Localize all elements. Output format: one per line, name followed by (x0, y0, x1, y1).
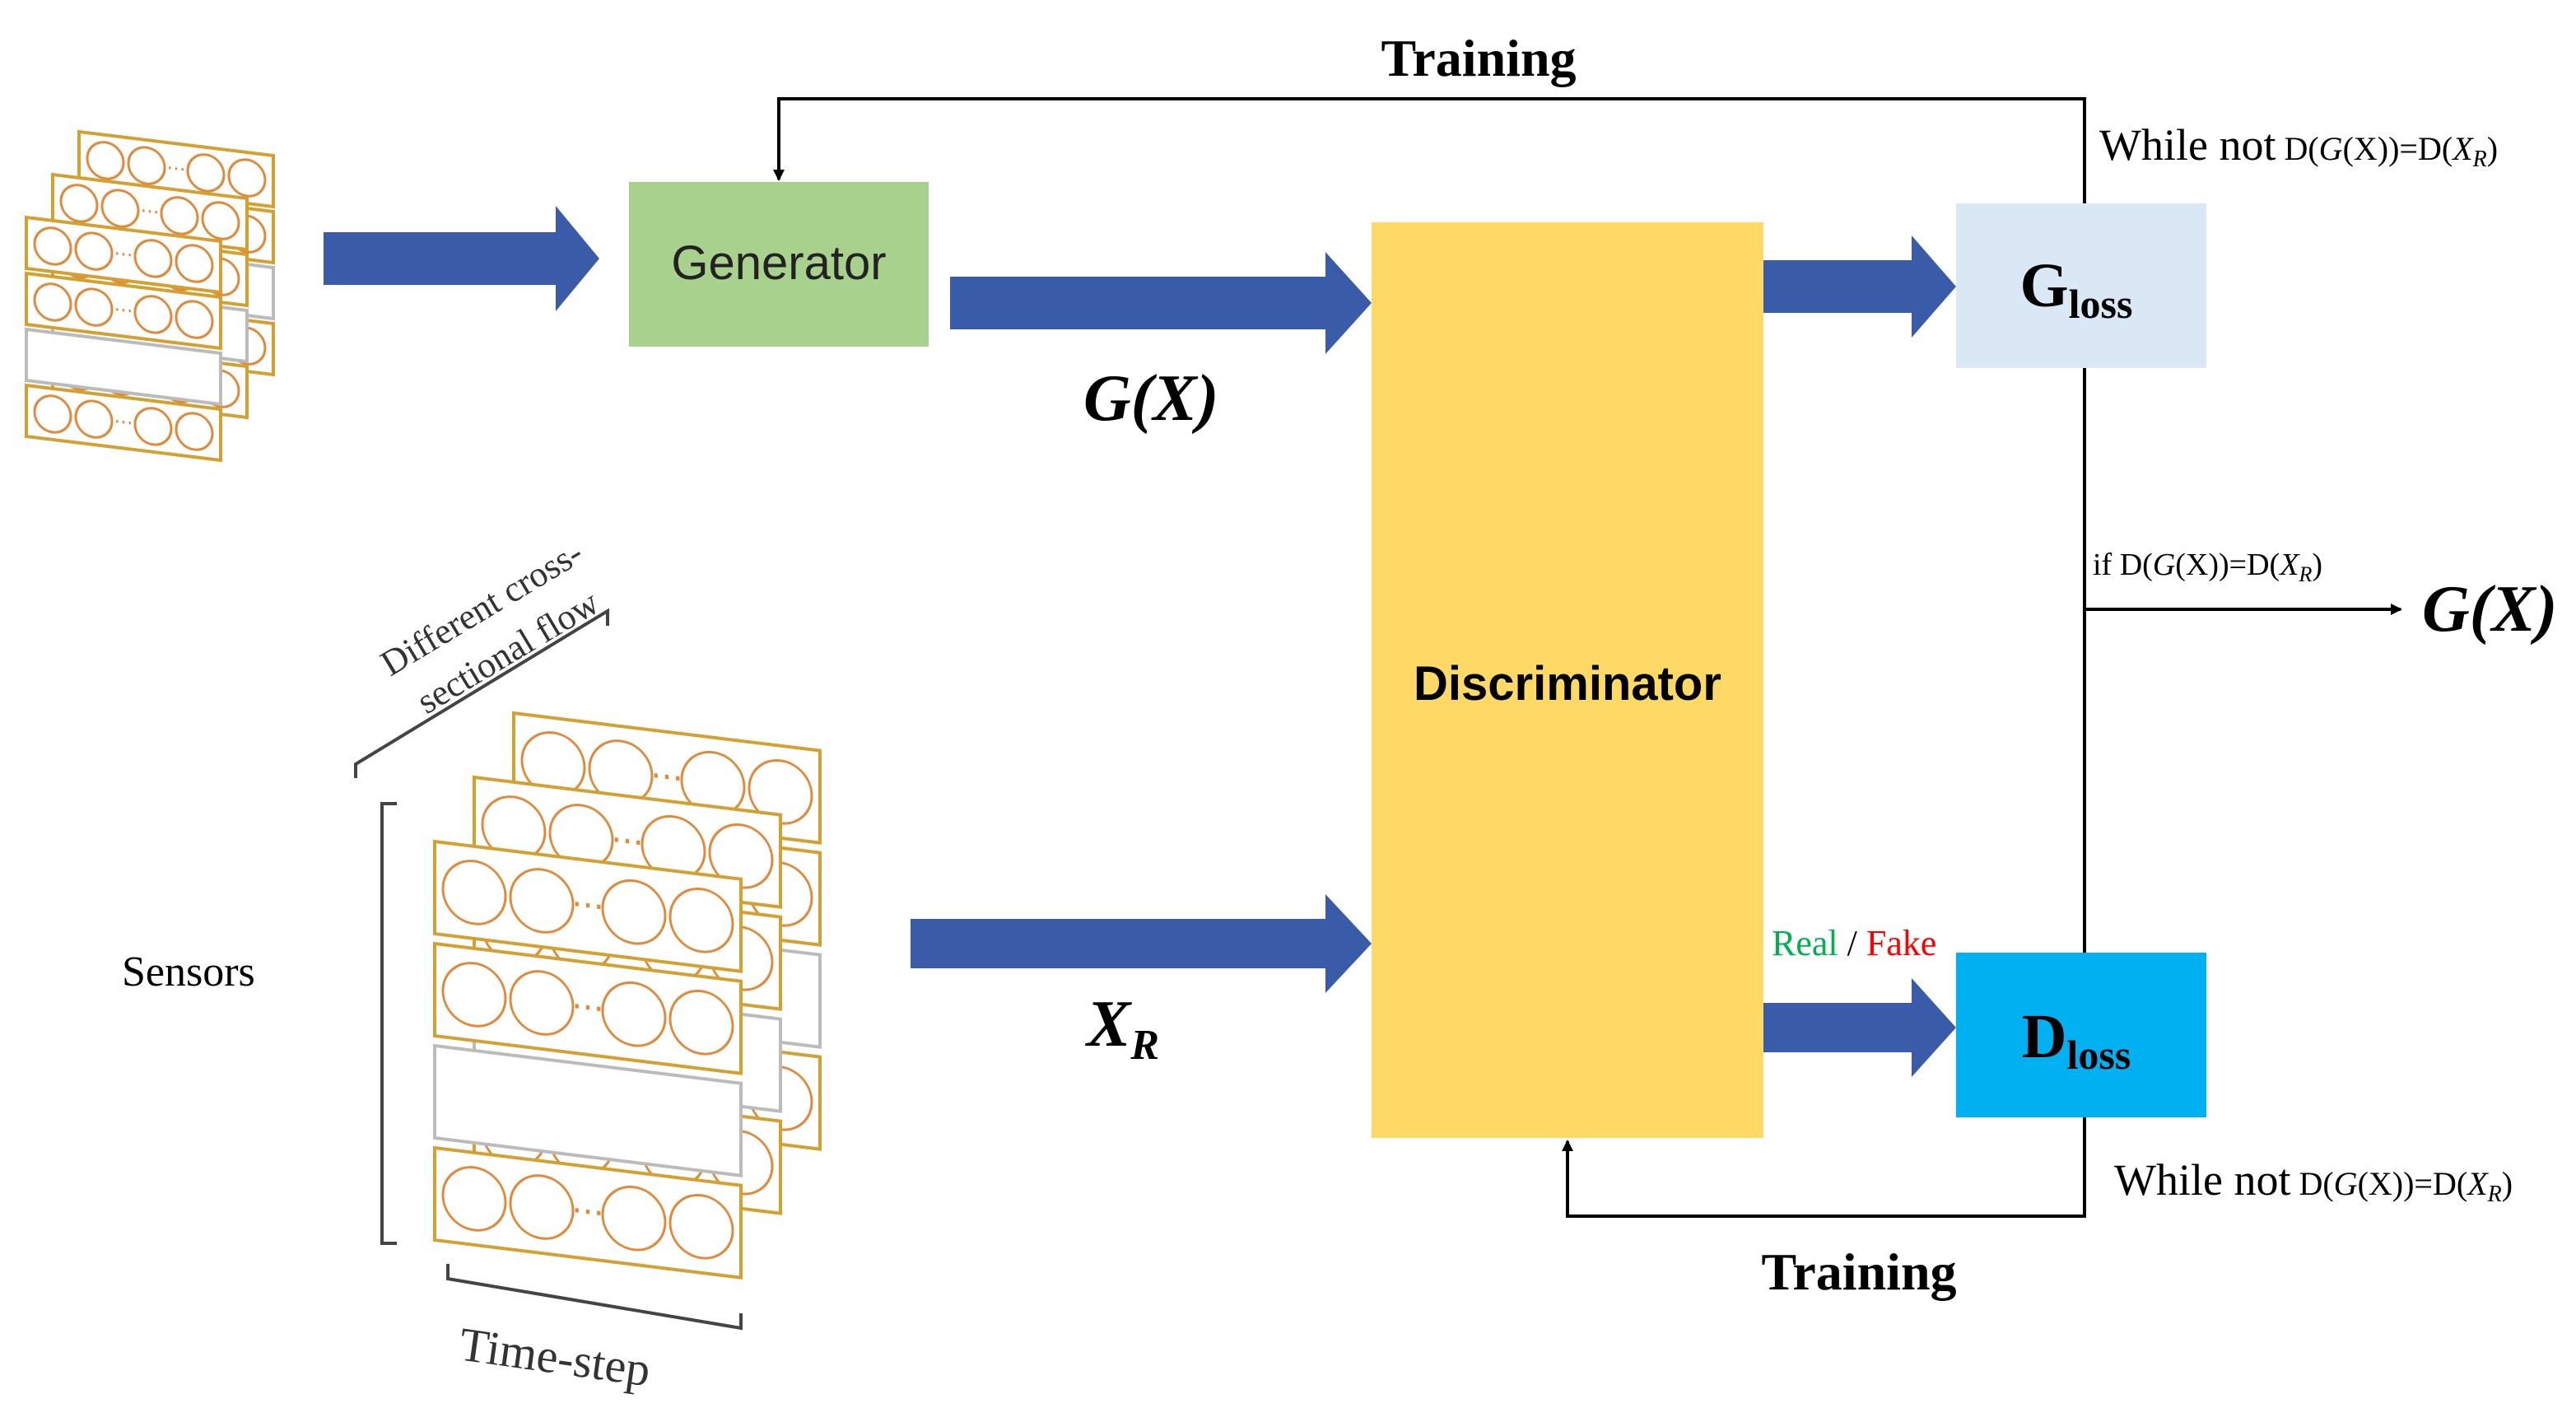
d-loss-label: Dloss (2022, 1002, 2131, 1078)
real-xr-label: XR (1084, 988, 1159, 1069)
svg-text:···: ··· (166, 156, 185, 182)
g-loss-label: Gloss (2020, 251, 2133, 327)
discriminator-to-gloss-arrow (1763, 235, 1956, 338)
sensor-layer: ··· ··· ··· (433, 839, 743, 1280)
svg-text:···: ··· (571, 1190, 604, 1234)
generator-training-feedback-line (773, 97, 2086, 203)
sensor-layer: ··· ··· ··· (25, 215, 222, 463)
training-top-label: Training (1381, 29, 1576, 87)
svg-text:···: ··· (114, 297, 133, 324)
svg-text:···: ··· (650, 755, 683, 800)
discriminator-label: Discriminator (1414, 657, 1721, 711)
discriminator-to-dloss-arrow (1763, 978, 1956, 1077)
svg-text:···: ··· (571, 884, 604, 928)
svg-text:···: ··· (140, 198, 159, 225)
real-to-discriminator-arrow (911, 894, 1372, 993)
condition-output-text: if D(G(X))=D(XR) (2093, 548, 2322, 586)
real-fake-label: Real / Fake (1772, 923, 1936, 963)
generator-box (629, 182, 929, 347)
condition-top-text: While not D(G(X))=D(XR) (2099, 120, 2498, 172)
cross-section-bracket (354, 608, 609, 778)
discriminator-box (1372, 222, 1763, 1138)
training-bottom-label: Training (1761, 1243, 1956, 1301)
noise-to-generator-arrow (324, 206, 599, 311)
svg-text:···: ··· (611, 819, 644, 864)
time-step-label: Time-step (456, 1317, 654, 1397)
generated-gx-label: G(X) (1083, 362, 1218, 435)
real-data-stack-icon: ··························· (433, 711, 822, 1280)
output-gx-label: G(X) (2422, 573, 2557, 646)
svg-text:···: ··· (114, 409, 133, 436)
condition-bottom-text: While not D(G(X))=D(XR) (2114, 1155, 2513, 1207)
d-loss-box (1956, 953, 2206, 1117)
sensors-label: Sensors (122, 949, 255, 995)
generator-to-discriminator-arrow (950, 252, 1372, 354)
g-loss-box (1956, 203, 2206, 368)
svg-text:···: ··· (571, 986, 604, 1030)
sensors-bracket (380, 802, 397, 1245)
generator-label: Generator (671, 236, 886, 290)
time-step-bracket (446, 1264, 743, 1331)
discriminator-training-feedback-line (1562, 1117, 2086, 1218)
noise-input-stack-icon: ··························· (25, 129, 275, 463)
svg-text:···: ··· (114, 241, 133, 268)
